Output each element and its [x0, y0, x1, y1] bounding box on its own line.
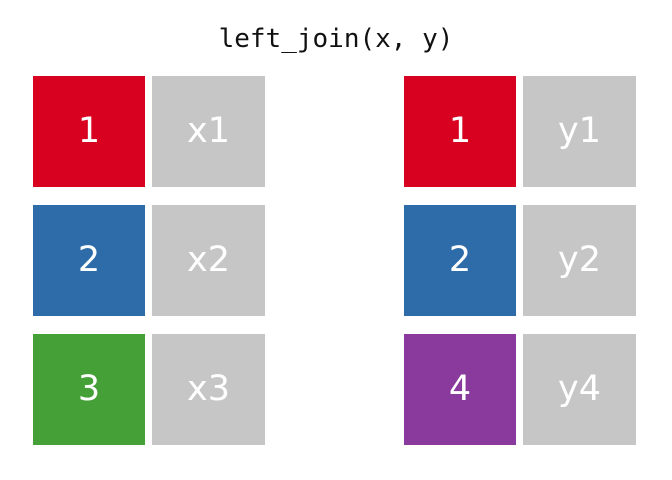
- table-y-key-cell-2: 2: [404, 205, 516, 316]
- table-x-value-column: x1 x2 x3: [152, 76, 265, 445]
- diagram-title: left_join(x, y): [218, 24, 454, 54]
- table-x-key-column: 1 2 3: [33, 76, 145, 445]
- table-y-value-cell-2: y2: [523, 205, 636, 316]
- table-y-value-column: y1 y2 y4: [523, 76, 636, 445]
- table-y-key-column: 1 2 4: [404, 76, 516, 445]
- table-y-key-cell-1: 1: [404, 76, 516, 187]
- table-x-value-cell-2: x2: [152, 205, 265, 316]
- table-x-value-cell-1: x1: [152, 76, 265, 187]
- table-y-value-cell-3: y4: [523, 334, 636, 445]
- table-x-key-cell-1: 1: [33, 76, 145, 187]
- table-y-key-cell-3: 4: [404, 334, 516, 445]
- table-x-value-cell-3: x3: [152, 334, 265, 445]
- table-x-key-cell-2: 2: [33, 205, 145, 316]
- table-y-value-cell-1: y1: [523, 76, 636, 187]
- table-x: 1 2 3 x1 x2 x3: [33, 76, 265, 445]
- table-x-key-cell-3: 3: [33, 334, 145, 445]
- table-y: 1 2 4 y1 y2 y4: [404, 76, 636, 445]
